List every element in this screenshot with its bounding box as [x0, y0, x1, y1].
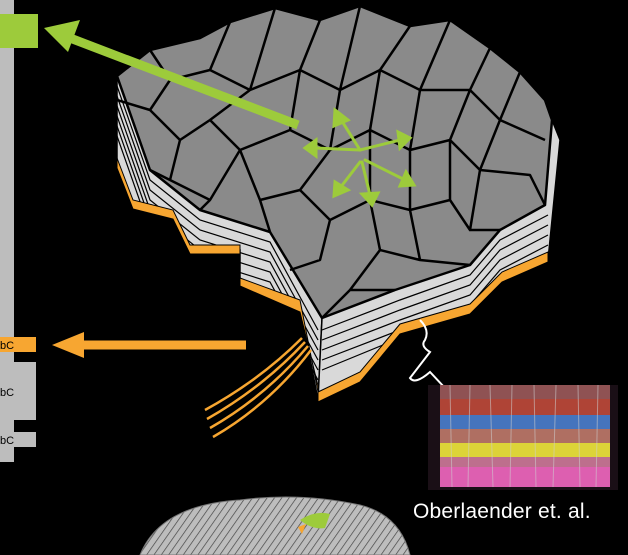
side-label-2: bC	[0, 387, 14, 399]
green-target-box	[0, 14, 38, 48]
layer-bracket	[410, 320, 445, 388]
side-label-1: bC	[0, 340, 14, 352]
cortex-icon	[140, 497, 410, 555]
credit-text: Oberlaender et. al.	[413, 500, 591, 524]
side-label-3: bC	[0, 435, 14, 447]
side-bar: bC bC bC	[0, 0, 38, 462]
orange-arrow-icon	[52, 332, 246, 358]
projection-fibers	[205, 338, 311, 437]
neuron-reconstruction-image	[428, 385, 618, 490]
